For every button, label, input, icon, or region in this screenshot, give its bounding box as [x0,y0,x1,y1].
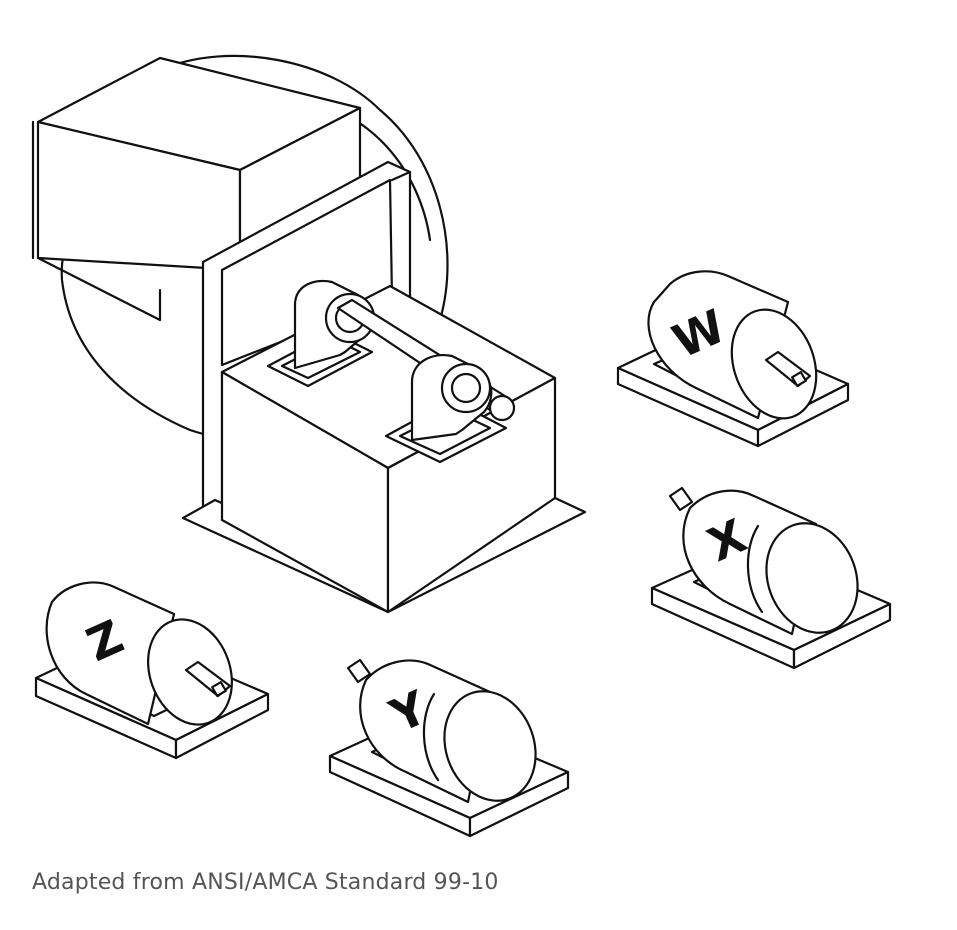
fan-assembly [31,54,587,614]
fan-outlet-lip [36,256,162,322]
motor-shaft-x [668,486,694,512]
motor-y: Y [328,658,570,838]
motor-body-z [45,581,176,726]
motor-endcap-x [765,522,859,634]
motor-shaft-y [346,658,372,684]
motor-z: Z [34,581,270,760]
motor-endcap-y [443,690,537,802]
motor-w: W [616,270,850,448]
fan-shaft-end [488,394,516,422]
motor-x: X [650,486,892,670]
figure-caption: Adapted from ANSI/AMCA Standard 99-10 [32,870,499,895]
fan-motor-diagram: W X Z Y [31,54,892,838]
